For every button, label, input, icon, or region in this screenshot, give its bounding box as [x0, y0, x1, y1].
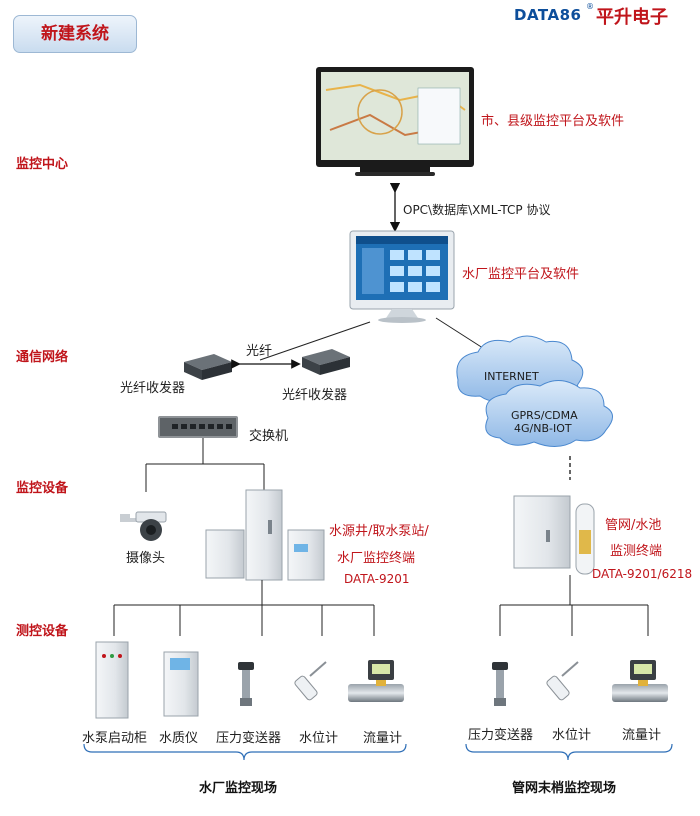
section-monitor-center: 监控中心	[16, 157, 69, 172]
plant-instrument-label: 流量计	[363, 731, 403, 746]
mobile-network-label-1: GPRS/CDMA	[511, 409, 578, 422]
pipe-instrument-label: 水位计	[552, 728, 592, 743]
pipe-instrument-label: 流量计	[622, 728, 662, 743]
transceiver-right-label: 光纤收发器	[282, 388, 348, 403]
brand-name-cn: 平升电子	[596, 7, 668, 28]
plant-site-label: 水厂监控现场	[199, 781, 278, 796]
plant-platform-label: 水厂监控平台及软件	[462, 267, 580, 282]
pipe-terminal-label-2: 监测终端	[610, 544, 663, 559]
plant-instrument-label: 水质仪	[159, 731, 199, 746]
camera-device	[120, 511, 167, 541]
city-monitor-screen	[316, 67, 474, 176]
pump-cabinet-device	[95, 641, 129, 719]
switch-label: 交换机	[249, 429, 289, 444]
pipe-instrument-label: 压力变送器	[468, 728, 534, 743]
fiber-label: 光纤	[246, 344, 273, 359]
internet-label: INTERNET	[484, 370, 539, 383]
mobile-network-cloud	[485, 380, 613, 447]
plant-terminal-model: DATA-9201	[344, 572, 410, 586]
transceiver-left-label: 光纤收发器	[120, 381, 186, 396]
flow-meter-device	[348, 660, 404, 702]
network-switch	[158, 416, 238, 438]
brand-logo-text: DATA86	[514, 6, 582, 24]
pipe-level-meter-device	[546, 661, 579, 701]
section-monitor-device: 监控设备	[16, 481, 69, 496]
pressure-transmitter-device	[238, 662, 254, 706]
camera-label: 摄像头	[126, 551, 166, 566]
city-platform-label: 市、县级监控平台及软件	[481, 114, 625, 129]
pipe-site-brace	[465, 743, 673, 761]
fiber-transceiver-right	[302, 349, 350, 375]
section-measure-device: 测控设备	[16, 624, 69, 639]
plant-monitor-screen	[349, 230, 455, 323]
pipe-terminal-cabinet	[513, 495, 595, 575]
plant-instrument-label: 压力变送器	[216, 731, 282, 746]
page-title: 新建系统	[13, 15, 137, 53]
plant-site-brace	[83, 743, 407, 761]
plant-instrument-label: 水泵启动柜	[82, 731, 148, 746]
mobile-network-label-2: 4G/NB-IOT	[514, 422, 572, 435]
plant-terminal-label-1: 水源井/取水泵站/	[329, 524, 429, 539]
pipe-terminal-label-1: 管网/水池	[605, 518, 662, 533]
level-meter-device	[294, 661, 327, 701]
pipe-site-label: 管网末梢监控现场	[512, 781, 617, 796]
plant-terminal-label-2: 水厂监控终端	[337, 551, 416, 566]
plant-instrument-label: 水位计	[299, 731, 339, 746]
fiber-transceiver-left	[184, 354, 232, 380]
pipe-flow-meter-device	[612, 660, 668, 702]
plant-terminal-cabinets	[205, 489, 325, 581]
pipe-pressure-transmitter-device	[492, 662, 508, 706]
pipe-terminal-model: DATA-9201/6218	[592, 567, 693, 581]
section-network: 通信网络	[16, 350, 69, 365]
registered-mark: ®	[586, 2, 594, 11]
protocol-label: OPC\数据库\XML-TCP 协议	[403, 203, 551, 217]
water-quality-device	[163, 651, 199, 717]
